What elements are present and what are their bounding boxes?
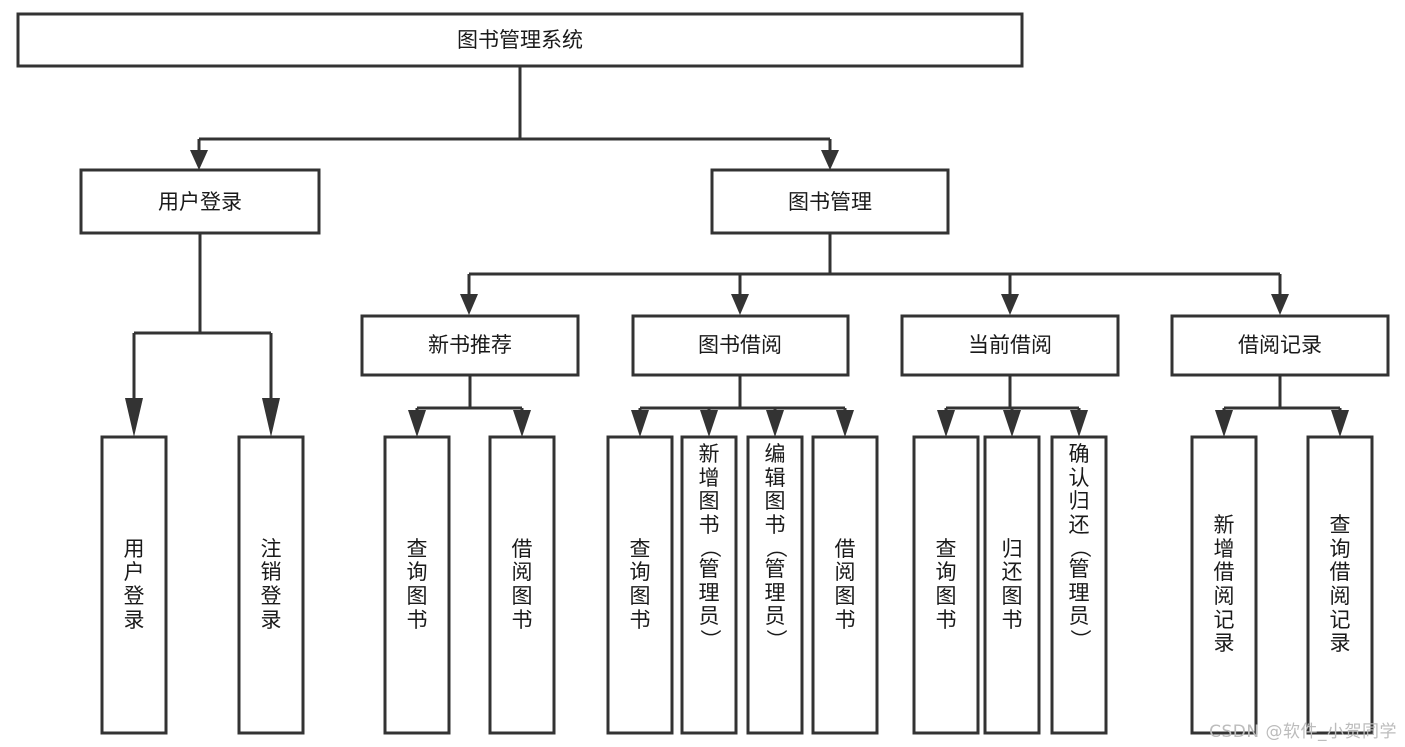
arrowhead-newbook-leaf-1 xyxy=(408,410,426,437)
leaf-box-currentborrow-2[interactable] xyxy=(1050,435,1108,735)
node-new-book-recommend[interactable]: 新书推荐 xyxy=(360,314,580,377)
leaf-box-bookborrow-1[interactable] xyxy=(680,435,738,735)
node-current-borrow-label: 当前借阅 xyxy=(968,333,1052,357)
node-book-borrow[interactable]: 图书借阅 xyxy=(631,314,850,377)
leaf-box-borrowrecord-0[interactable] xyxy=(1190,435,1258,735)
arrowhead-bookborrow-leaf-1 xyxy=(631,410,649,437)
arrowhead-login-leaf-1 xyxy=(125,398,143,437)
node-borrow-record[interactable]: 借阅记录 xyxy=(1170,314,1390,377)
leaf-box-bookborrow-0[interactable] xyxy=(606,435,674,735)
node-book-management-label: 图书管理 xyxy=(788,190,872,214)
node-new-book-recommend-box xyxy=(360,314,580,377)
leaf-box-user-login-0[interactable] xyxy=(100,435,168,735)
arrowhead-borrowrecord-leaf-1 xyxy=(1215,410,1233,437)
node-current-borrow[interactable]: 当前借阅 xyxy=(900,314,1120,377)
node-root[interactable]: 图书管理系统 xyxy=(16,12,1024,68)
node-user-login-label: 用户登录 xyxy=(158,190,242,214)
node-book-borrow-box xyxy=(631,314,850,377)
leaf-box-currentborrow-0[interactable] xyxy=(912,435,980,735)
arrowhead-to-login xyxy=(190,150,208,170)
csdn-watermark: CSDN @软件_小贺同学 xyxy=(1209,722,1397,742)
arrowhead-login-leaf-2 xyxy=(262,398,280,437)
arrowhead-borrow-record xyxy=(1271,294,1289,315)
leaf-box-currentborrow-1[interactable] xyxy=(983,435,1041,735)
leaf-box-newbook-0[interactable] xyxy=(383,435,451,735)
leaf-box-borrowrecord-1[interactable] xyxy=(1306,435,1374,735)
arrowhead-currentborrow-leaf-1 xyxy=(937,410,955,437)
leaf-box-newbook-1[interactable] xyxy=(488,435,556,735)
arrowhead-bookborrow-leaf-3 xyxy=(766,410,784,437)
node-new-book-recommend-label: 新书推荐 xyxy=(428,333,512,357)
arrowhead-currentborrow-leaf-3 xyxy=(1070,410,1088,437)
node-current-borrow-box xyxy=(900,314,1120,377)
node-borrow-record-box xyxy=(1170,314,1390,377)
leaf-box-user-login-1[interactable] xyxy=(237,435,305,735)
node-root-label: 图书管理系统 xyxy=(457,28,583,52)
node-book-borrow-label: 图书借阅 xyxy=(698,333,782,357)
arrowhead-borrowrecord-leaf-2 xyxy=(1331,410,1349,437)
node-book-management[interactable]: 图书管理 xyxy=(710,168,950,235)
leaf-box-bookborrow-3[interactable] xyxy=(811,435,879,735)
node-borrow-record-label: 借阅记录 xyxy=(1238,333,1322,357)
arrowhead-book-borrow xyxy=(731,294,749,315)
arrowhead-to-bookmgmt xyxy=(821,150,839,170)
node-root-box xyxy=(16,12,1024,68)
node-book-management-box xyxy=(710,168,950,235)
node-user-login[interactable]: 用户登录 xyxy=(79,168,321,235)
leaf-box-bookborrow-2[interactable] xyxy=(746,435,804,735)
arrowhead-bookborrow-leaf-4 xyxy=(836,410,854,437)
arrowhead-currentborrow-leaf-2 xyxy=(1003,410,1021,437)
arrowhead-bookborrow-leaf-2 xyxy=(700,410,718,437)
arrowhead-new-book xyxy=(460,294,478,315)
arrowhead-newbook-leaf-2 xyxy=(513,410,531,437)
arrowhead-current-borrow xyxy=(1001,294,1019,315)
